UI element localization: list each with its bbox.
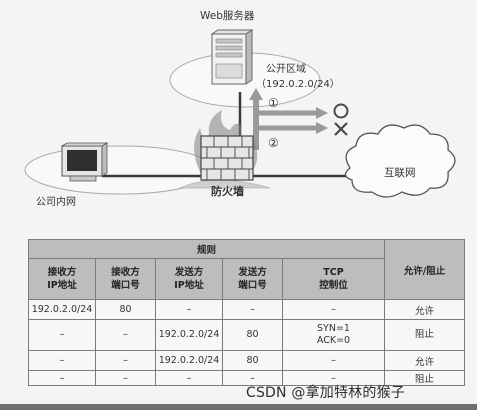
arrow-allowed-branch-head [316, 107, 328, 119]
lan-label: 公司内网 [36, 195, 76, 208]
cell: – [95, 370, 156, 386]
cell: – [155, 299, 223, 320]
cell: – [28, 350, 96, 371]
cell: – [222, 370, 283, 386]
col-dest-port: 接收方端口号 [95, 258, 156, 300]
firewall-icon [179, 110, 271, 189]
action-header: 允许/阻止 [384, 239, 466, 300]
allow-circle-icon [333, 103, 349, 119]
cell-action: 阻止 [384, 319, 466, 351]
cell: – [155, 370, 223, 386]
arrow-allowed-head [249, 88, 263, 100]
table-row: – – 192.0.2.0/24 80 – 允许 [28, 350, 466, 371]
dmz-label: 公开区域 [266, 62, 306, 75]
cell: – [281, 350, 386, 371]
cell: – [95, 319, 156, 351]
watermark: CSDN @拿加特林的猴子 [246, 385, 405, 401]
arrow2-number: ② [268, 136, 279, 150]
cell: 192.0.2.0/24 [155, 319, 223, 351]
table-row: – – – – – 阻止 [28, 370, 466, 386]
cell: 192.0.2.0/24 [28, 299, 96, 320]
internet-cloud-icon [344, 124, 456, 198]
rules-group-header: 规则 [27, 239, 386, 259]
deny-cross-icon [334, 122, 348, 136]
internet-label: 互联网 [384, 167, 416, 179]
dmz-subnet: （192.0.2.0/24） [256, 78, 340, 90]
cell: – [95, 350, 156, 371]
cell: – [222, 299, 283, 320]
web-server-label: Web服务器 [200, 9, 255, 22]
web-server-icon [210, 29, 254, 85]
cell: – [28, 319, 96, 351]
table-row: 192.0.2.0/24 80 – – – 允许 [28, 299, 466, 320]
cell: – [28, 370, 96, 386]
cell: 192.0.2.0/24 [155, 350, 223, 371]
bottom-bar [0, 404, 477, 410]
cell-action: 阻止 [384, 370, 466, 386]
cell: 80 [95, 299, 156, 320]
network-diagram: ① ② Web服务器 公开区域 （192.0.2.0/24） [24, 9, 456, 208]
firewall-label: 防火墙 [211, 184, 244, 198]
cell: 80 [222, 350, 283, 371]
cell: – [281, 370, 386, 386]
col-src-port: 发送方端口号 [222, 258, 283, 300]
arrow1-number: ① [268, 96, 279, 110]
cell-action: 允许 [384, 350, 466, 371]
arrow-blocked-head [316, 122, 328, 134]
cell: 80 [222, 319, 283, 351]
cell-action: 允许 [384, 299, 466, 320]
cell: – [281, 299, 386, 320]
computer-icon [60, 142, 109, 182]
